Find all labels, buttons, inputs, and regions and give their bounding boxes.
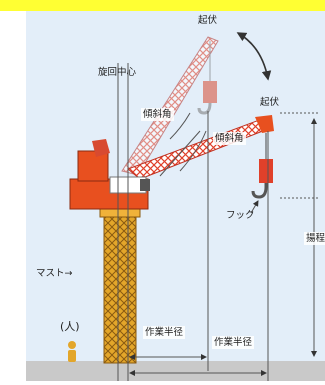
lift-height-label: 揚程 — [304, 232, 325, 245]
working-radius-inner-label: 作業半径 — [143, 326, 186, 339]
guide-lines — [117, 63, 320, 385]
person-icon — [68, 341, 76, 362]
jib-angle-raised-label: 傾斜角 — [141, 108, 174, 121]
mast — [103, 210, 137, 364]
slewing-body — [69, 139, 150, 210]
hook-label: フック — [226, 210, 255, 221]
luffing-top-label: 起伏 — [198, 15, 218, 26]
ground — [26, 361, 325, 381]
top-highlight-band — [0, 0, 325, 11]
crane-diagram: 起伏 旋回中心 傾斜角 起伏 傾斜角 フック 揚程 マスト→ (人) 作業半径 … — [0, 11, 325, 385]
crane-illustration — [26, 11, 325, 385]
slewing-center-label: 旋回中心 — [98, 67, 137, 78]
hook-block — [259, 159, 273, 183]
luffing-right-label: 起伏 — [260, 97, 280, 108]
rotate-arrow-icon — [236, 32, 272, 81]
person-label: (人) — [60, 320, 80, 333]
working-radius-outer-label: 作業半径 — [212, 336, 255, 349]
hook-icon — [251, 183, 268, 199]
raised-jib — [121, 36, 219, 176]
mast-label: マスト→ — [36, 268, 73, 279]
jib-angle-lowered-label: 傾斜角 — [213, 132, 246, 145]
